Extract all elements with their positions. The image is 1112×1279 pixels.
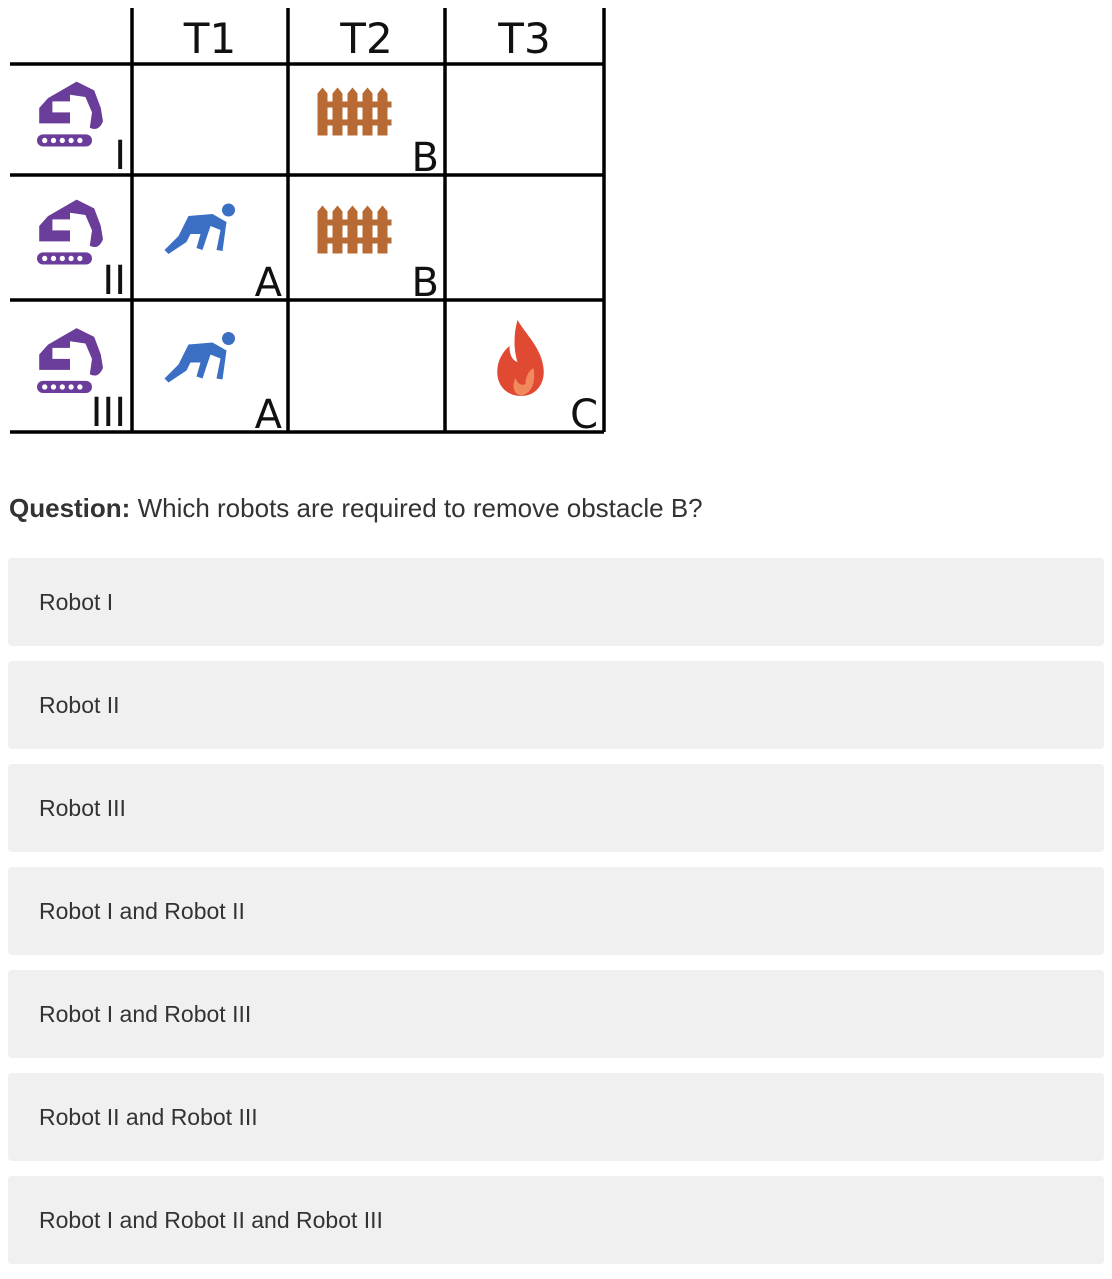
option-label: Robot I and Robot III — [39, 1000, 252, 1027]
robot-label-i: I — [114, 133, 126, 179]
obstacle-label-a: A — [255, 260, 283, 306]
grid-lines — [10, 8, 606, 434]
fence-icon — [317, 87, 392, 136]
option-label: Robot I — [39, 588, 114, 615]
option-label: Robot II and Robot III — [39, 1103, 258, 1130]
question-prefix: Question: — [9, 493, 131, 523]
excavator-icon-shape — [37, 199, 103, 265]
crawling-person-icon — [164, 332, 235, 383]
obstacle-label-c: C — [570, 392, 598, 438]
answer-options: Robot I Robot II Robot III Robot I and R… — [8, 558, 1104, 1279]
option-robot-i-and-ii[interactable]: Robot I and Robot II — [8, 867, 1104, 955]
option-label: Robot III — [39, 794, 126, 821]
column-header-t2: T2 — [339, 14, 392, 63]
excavator-icon — [37, 328, 103, 393]
question-text: Which robots are required to remove obst… — [130, 493, 703, 523]
obstacle-label-a: A — [255, 392, 283, 438]
fire-icon-shape — [497, 320, 544, 396]
option-robot-i-and-iii[interactable]: Robot I and Robot III — [8, 970, 1104, 1058]
fire-icon — [497, 320, 544, 396]
option-label: Robot I and Robot II and Robot III — [39, 1206, 383, 1233]
task-grid: T1 T2 T3I B II A B III A C — [10, 8, 606, 438]
obstacle-label-b: B — [412, 260, 439, 306]
fence-icon — [317, 205, 392, 254]
option-robot-ii[interactable]: Robot II — [8, 661, 1104, 749]
crawling-person-icon — [164, 203, 235, 254]
excavator-icon-shape — [37, 81, 103, 147]
option-robot-ii-and-iii[interactable]: Robot II and Robot III — [8, 1073, 1104, 1161]
crawling-person-icon-shape — [164, 332, 235, 383]
column-header-t1: T1 — [183, 14, 236, 63]
option-robot-i-ii-and-iii[interactable]: Robot I and Robot II and Robot III — [8, 1176, 1104, 1264]
option-label: Robot II — [39, 691, 120, 718]
crawling-person-icon-shape — [164, 203, 235, 254]
robot-label-iii: III — [91, 390, 126, 436]
excavator-icon-shape — [37, 328, 103, 393]
excavator-icon — [37, 81, 103, 147]
fence-icon-shape — [317, 205, 392, 254]
grid-content: T1 T2 T3I B II A B III A C — [37, 14, 598, 438]
option-robot-i[interactable]: Robot I — [8, 558, 1104, 646]
obstacle-label-b: B — [412, 135, 439, 181]
column-header-t3: T3 — [497, 14, 550, 63]
excavator-icon — [37, 199, 103, 265]
robot-label-ii: II — [102, 258, 126, 304]
option-robot-iii[interactable]: Robot III — [8, 764, 1104, 852]
fence-icon-shape — [317, 87, 392, 136]
option-label: Robot I and Robot II — [39, 897, 245, 924]
question: Question: Which robots are required to r… — [9, 490, 703, 526]
